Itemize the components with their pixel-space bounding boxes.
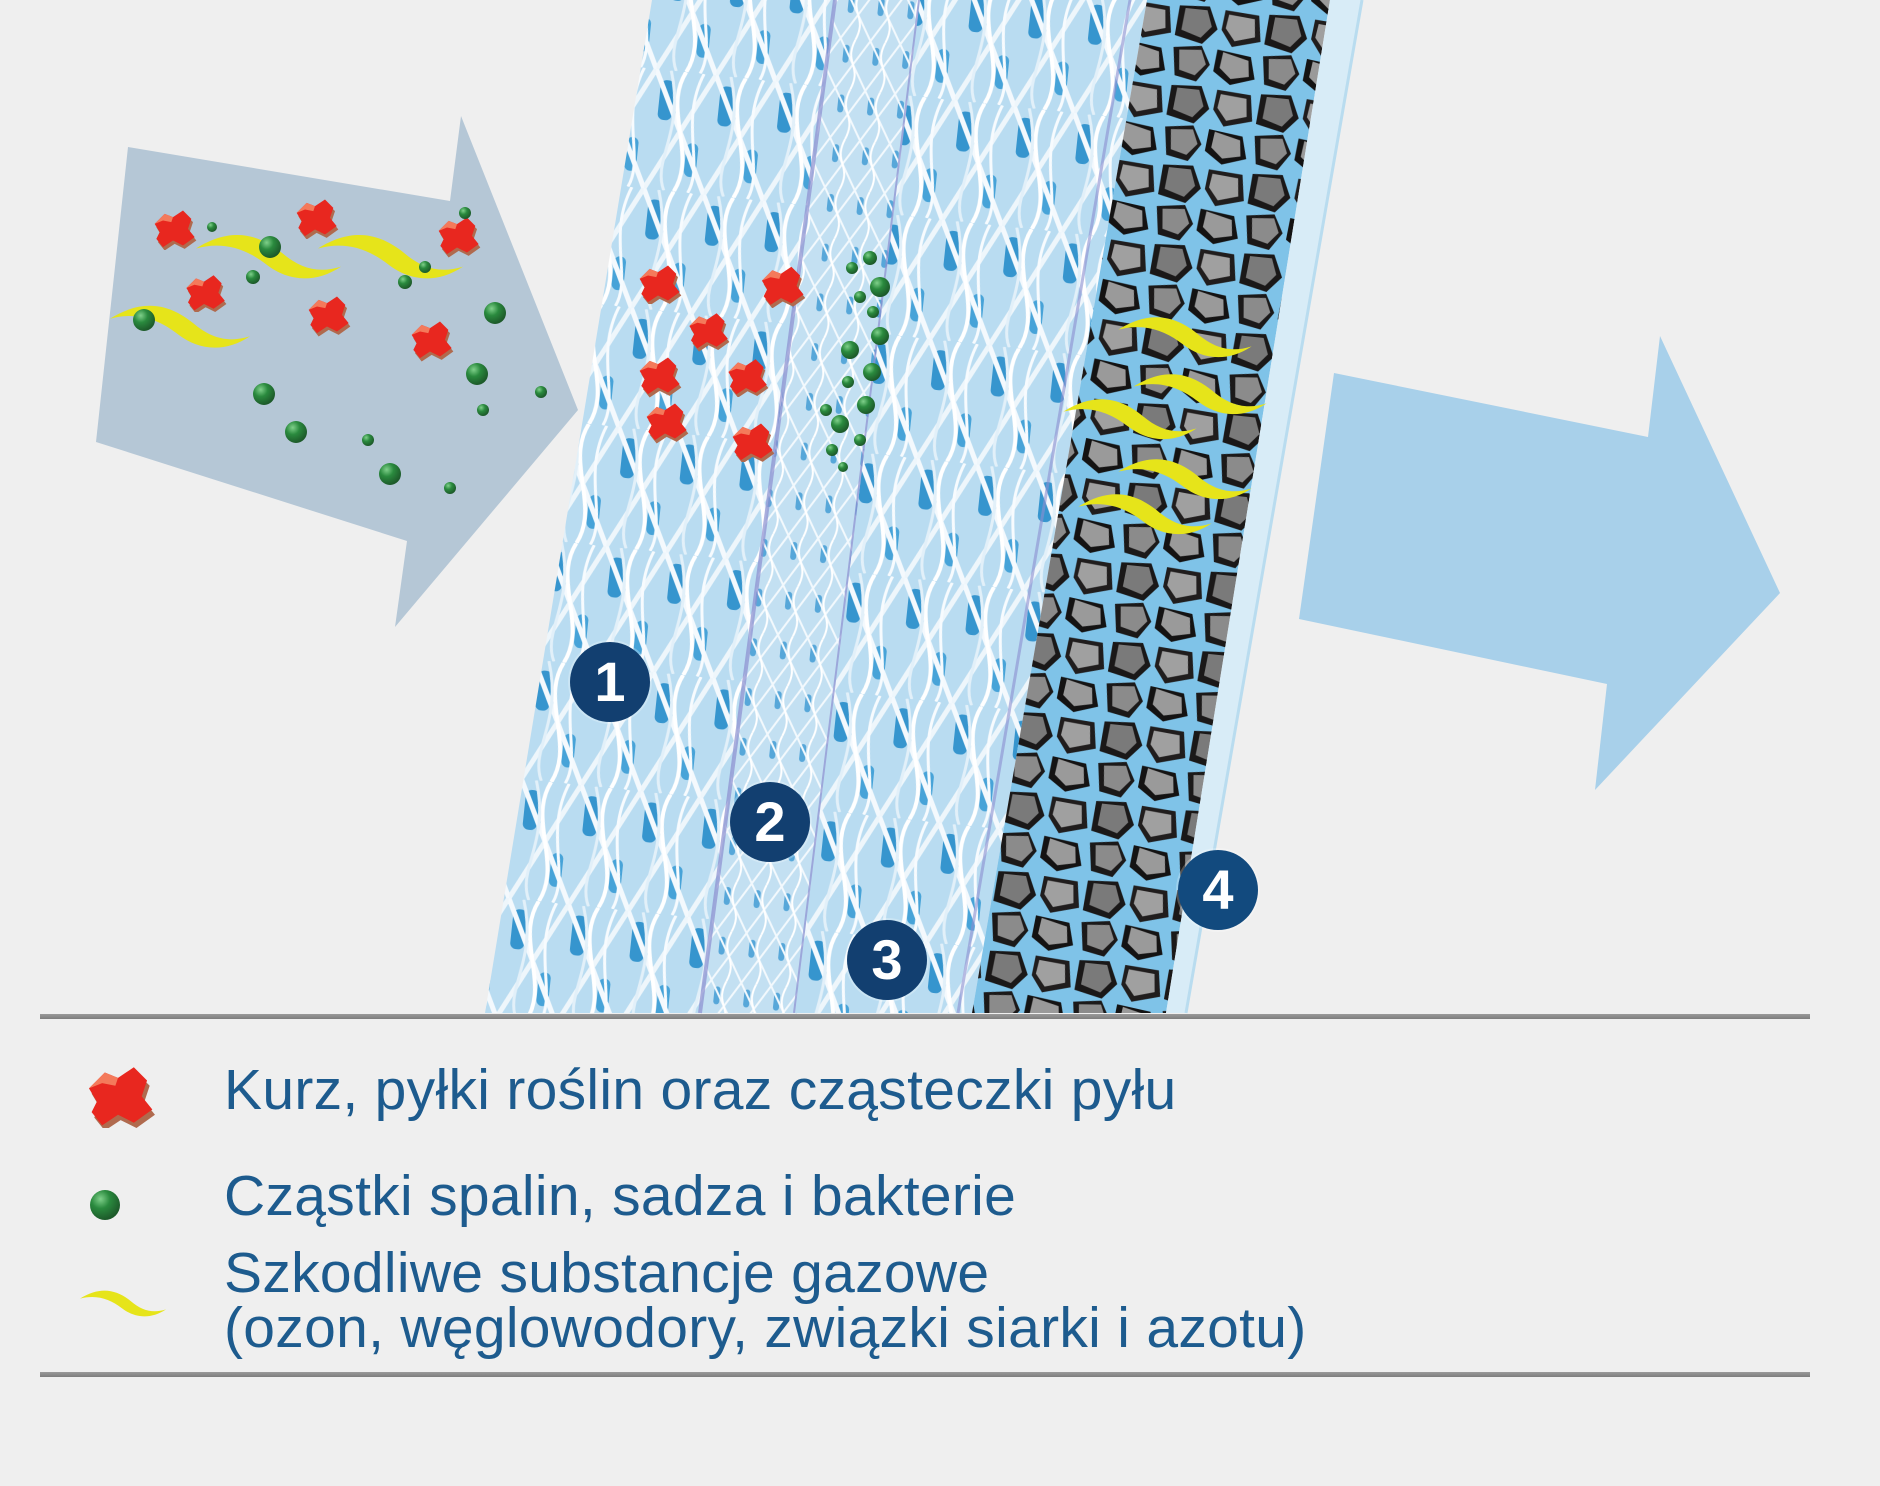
layer-2-marker: 2 (730, 782, 810, 862)
layer-3-marker: 3 (847, 920, 927, 1000)
layer-1-marker: 1 (570, 642, 650, 722)
layer-3-carrier (795, 0, 1147, 1013)
inflow-arrow (96, 116, 578, 627)
outflow-arrow (1299, 336, 1780, 790)
filter-band (485, 0, 1364, 1014)
layer-1-prefilter (485, 0, 835, 1013)
layer-4-marker: 4 (1178, 850, 1258, 930)
